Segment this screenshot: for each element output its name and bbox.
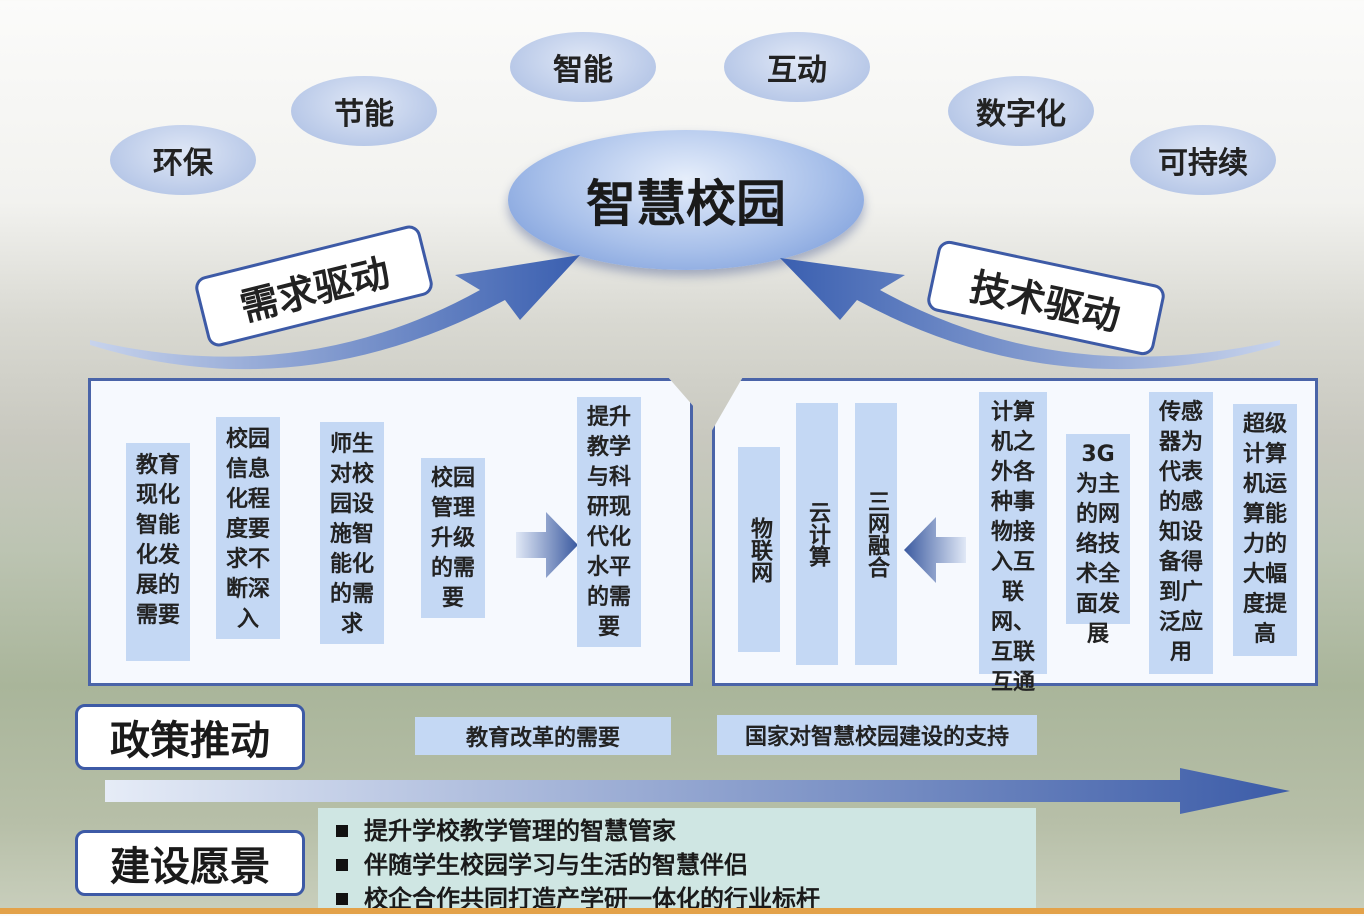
demand-item: 教育现化智能化发展的需要: [126, 443, 190, 661]
oval-environment: 环保: [110, 125, 256, 195]
tech-result-cloud: 云计算: [796, 403, 838, 665]
bullet-square-icon: [336, 825, 348, 837]
timeline-arrow-icon: [105, 768, 1290, 814]
left-chevron-arrow-icon: [904, 517, 966, 583]
demand-item: 校园管理升级的需要: [421, 458, 485, 618]
right-chevron-arrow-icon: [516, 512, 578, 578]
oval-sustainable: 可持续: [1130, 125, 1276, 195]
vision-item: 提升学校教学管理的智慧管家: [336, 814, 1036, 848]
smart-campus-title: 智慧校园: [508, 130, 864, 270]
oval-energy-saving: 节能: [291, 76, 437, 146]
tech-item: 3G为主的网络技术全面发展: [1066, 434, 1130, 647]
drive-arrows: [90, 255, 1280, 370]
left-arrow-icon: [90, 255, 580, 370]
oval-interactive: 互动: [724, 32, 870, 102]
oval-intelligent: 智能: [510, 32, 656, 102]
tech-result-triple-network: 三网融合: [855, 403, 897, 665]
tech-result-iot: 物联网: [738, 447, 780, 652]
vision-item-text: 提升学校教学管理的智慧管家: [364, 817, 676, 845]
bottom-bar: [0, 908, 1364, 914]
demand-result: 提升教学与科研现代化水平的需要: [577, 397, 641, 647]
right-arrow-icon: [780, 258, 1280, 370]
policy-item: 国家对智慧校园建设的支持: [717, 715, 1037, 755]
tech-item: 超级计算机运算能力的大幅度提高: [1233, 404, 1297, 656]
vision-label: 建设愿景: [75, 830, 305, 896]
vision-list: 提升学校教学管理的智慧管家 伴随学生校园学习与生活的智慧伴侣 校企合作共同打造产…: [318, 808, 1036, 914]
vision-item-text: 伴随学生校园学习与生活的智慧伴侣: [364, 851, 748, 879]
tech-item: 计算机之外各种事物接入互联网、互联互通: [979, 392, 1047, 695]
policy-item: 教育改革的需要: [415, 717, 671, 755]
demand-item: 校园信息化程度要求不断深入: [216, 417, 280, 639]
oval-digital: 数字化: [948, 76, 1094, 146]
tech-item: 传感器为代表的感知设备得到广泛应用: [1149, 392, 1213, 674]
bullet-square-icon: [336, 893, 348, 905]
bullet-square-icon: [336, 859, 348, 871]
demand-item: 师生对校园设施智能化的需求: [320, 422, 384, 644]
policy-label: 政策推动: [75, 704, 305, 770]
vision-item: 伴随学生校园学习与生活的智慧伴侣: [336, 848, 1036, 882]
